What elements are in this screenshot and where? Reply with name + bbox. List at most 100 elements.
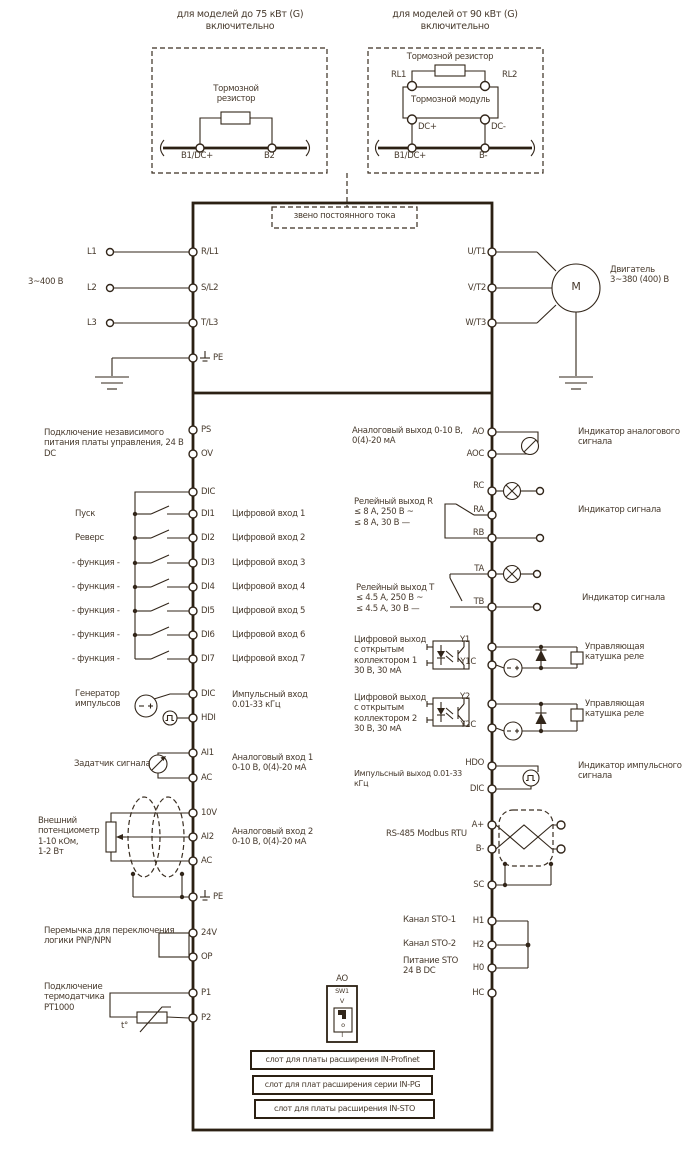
terminal-ao: AO <box>472 426 484 437</box>
thermo-mark: t° <box>121 1021 128 1031</box>
dc-minus-label: DC- <box>491 121 506 132</box>
di7-switch-icon <box>135 650 189 660</box>
terminal-circles-left <box>188 247 198 1023</box>
terminal-b2: B2 <box>264 150 275 161</box>
terminal-sc: SC <box>473 879 484 890</box>
terminal-ai2: AI2 <box>201 831 214 842</box>
expansion-slot-pg: слот для плат расширения серии IN-PG <box>264 1080 421 1089</box>
terminal-circles-right <box>487 247 497 998</box>
rl2-label: RL2 <box>502 70 518 80</box>
mains-input-wiring <box>95 247 210 390</box>
di1-desc: Цифровой вход 1 <box>232 508 306 519</box>
di4-desc: Цифровой вход 4 <box>232 581 306 592</box>
pt1000-sensor <box>109 992 190 1033</box>
terminal-ra: RA <box>473 504 484 515</box>
terminal-di7: DI7 <box>201 653 215 664</box>
analog-output-indicator <box>496 431 540 456</box>
di5-desc: Цифровой вход 5 <box>232 605 306 616</box>
dc-link-label: звено постоянного тока <box>293 210 396 221</box>
terminal-h2: H2 <box>472 939 485 950</box>
dc-source-icon <box>503 658 523 678</box>
expansion-slots <box>250 1050 435 1119</box>
sto-power-label: Питание STO 24 В DC <box>403 956 459 977</box>
expansion-slot-sto: слот для платы расширения IN-STO <box>274 1104 415 1113</box>
external-pot-label: Внешний потенциометр 1-10 кОм, 1-2 Вт <box>38 816 100 858</box>
di5-switch-icon <box>135 602 189 612</box>
terminal-bminus: B- <box>479 150 488 161</box>
di4-function-label: - функция - <box>72 581 120 592</box>
coil-label2: Управляющая катушка реле <box>585 699 645 720</box>
di7-desc: Цифровой вход 7 <box>232 653 306 664</box>
terminal-ta: TA <box>474 563 484 574</box>
di2-switch-icon <box>135 529 189 539</box>
terminal-b1dc2: B1/DC+ <box>394 150 426 161</box>
l3-label: L3 <box>87 317 97 328</box>
terminal-24v: 24V <box>201 927 217 938</box>
analog-input1-desc: Аналоговый вход 1 0-10 В, 0(4)-20 мА <box>232 753 313 774</box>
di6-function-label: - функция - <box>72 629 120 640</box>
terminal-p2: P2 <box>201 1012 211 1023</box>
terminal-ov: OV <box>201 448 213 459</box>
terminal-rb: RB <box>472 527 484 538</box>
terminal-h1: H1 <box>472 915 485 926</box>
pulse-generator-symbol <box>134 693 189 726</box>
terminal-dic2: DIC <box>201 688 216 699</box>
terminal-y1: Y1 <box>459 634 470 645</box>
dip-i-label: I <box>341 1031 343 1039</box>
sto1-label: Канал STO-1 <box>403 915 456 925</box>
coil-label1: Управляющая катушка реле <box>585 641 645 662</box>
brake-resistor-label2: Тормозной резистор <box>406 52 494 62</box>
di2-desc: Цифровой вход 2 <box>232 532 306 543</box>
terminal-tl3: T/L3 <box>201 317 218 328</box>
terminal-wt3: W/T3 <box>465 317 486 328</box>
pt1000-label: Подключение термодатчика PT1000 <box>44 982 105 1013</box>
analog-indicator-label: Индикатор аналогового сигнала <box>578 427 680 448</box>
signal-indicator-label2: Индикатор сигнала <box>582 592 665 603</box>
brake-module-label: Тормозной модуль <box>410 95 491 105</box>
sto2-label: Канал STO-2 <box>403 939 456 949</box>
terminal-ac1: AC <box>201 772 213 783</box>
di5-function-label: - функция - <box>72 605 120 616</box>
jumper-label: Перемычка для переключения логики PNP/NP… <box>44 926 175 947</box>
pulse-indicator-label: Индикатор импульсного сигнала <box>578 760 682 781</box>
cable-shield-icon <box>498 809 554 867</box>
relay-t-desc: Релейный выход T ≤ 4.5 А, 250 В ~ ≤ 4.5 … <box>356 583 434 614</box>
terminal-y1c: Y1C <box>460 656 476 667</box>
terminal-bminus: B- <box>475 843 485 854</box>
di1-switch-icon <box>135 505 189 515</box>
terminal-dic: DIC <box>201 486 216 497</box>
terminal-di1: DI1 <box>201 508 215 519</box>
terminal-op: OP <box>201 951 213 962</box>
brake-large-title: для моделей от 90 кВт (G) включительно <box>392 9 518 32</box>
expansion-slot-profinet: слот для платы расширения IN-Profinet <box>265 1055 420 1064</box>
rs485-wiring <box>495 809 566 888</box>
di1-function-label: Пуск <box>75 508 96 519</box>
terminal-10v: 10V <box>201 807 217 818</box>
terminal-ps: PS <box>201 424 211 435</box>
open-collector1-desc: Цифровой выход с открытым коллектором 1 … <box>354 635 427 677</box>
di4-switch-icon <box>135 578 189 588</box>
brake-resistor-label: Тормозной резистор <box>213 84 259 105</box>
dc-link-connector <box>271 173 418 229</box>
motor-label: Двигатель 3~380 (400) В <box>610 265 669 286</box>
pnp-npn-jumper <box>158 932 190 958</box>
rs485-label: RS-485 Modbus RTU <box>386 829 467 839</box>
l2-label: L2 <box>87 282 97 293</box>
terminal-hdo: HDO <box>465 758 484 768</box>
di7-function-label: - функция - <box>72 653 120 664</box>
terminal-rl1: R/L1 <box>201 246 219 257</box>
terminal-pe2: PE <box>213 891 223 902</box>
dc-plus-label: DC+ <box>418 121 437 132</box>
brake-module-circuit <box>367 47 544 174</box>
di3-switch-icon <box>135 554 189 564</box>
sto-wiring <box>496 920 531 969</box>
motor-letter: M <box>571 280 581 293</box>
terminal-pe: PE <box>213 352 223 363</box>
terminal-di2: DI2 <box>201 532 215 543</box>
terminal-hc: HC <box>472 987 484 998</box>
external-potentiometer-wiring <box>105 796 210 901</box>
dip-sw1-label: SW1 <box>335 987 349 995</box>
terminal-ac2: AC <box>201 855 213 866</box>
relay-r-desc: Релейный выход R ≤ 8 А, 250 В ~ ≤ 8 А, 3… <box>354 497 433 528</box>
relay-coil-icon <box>570 708 584 722</box>
